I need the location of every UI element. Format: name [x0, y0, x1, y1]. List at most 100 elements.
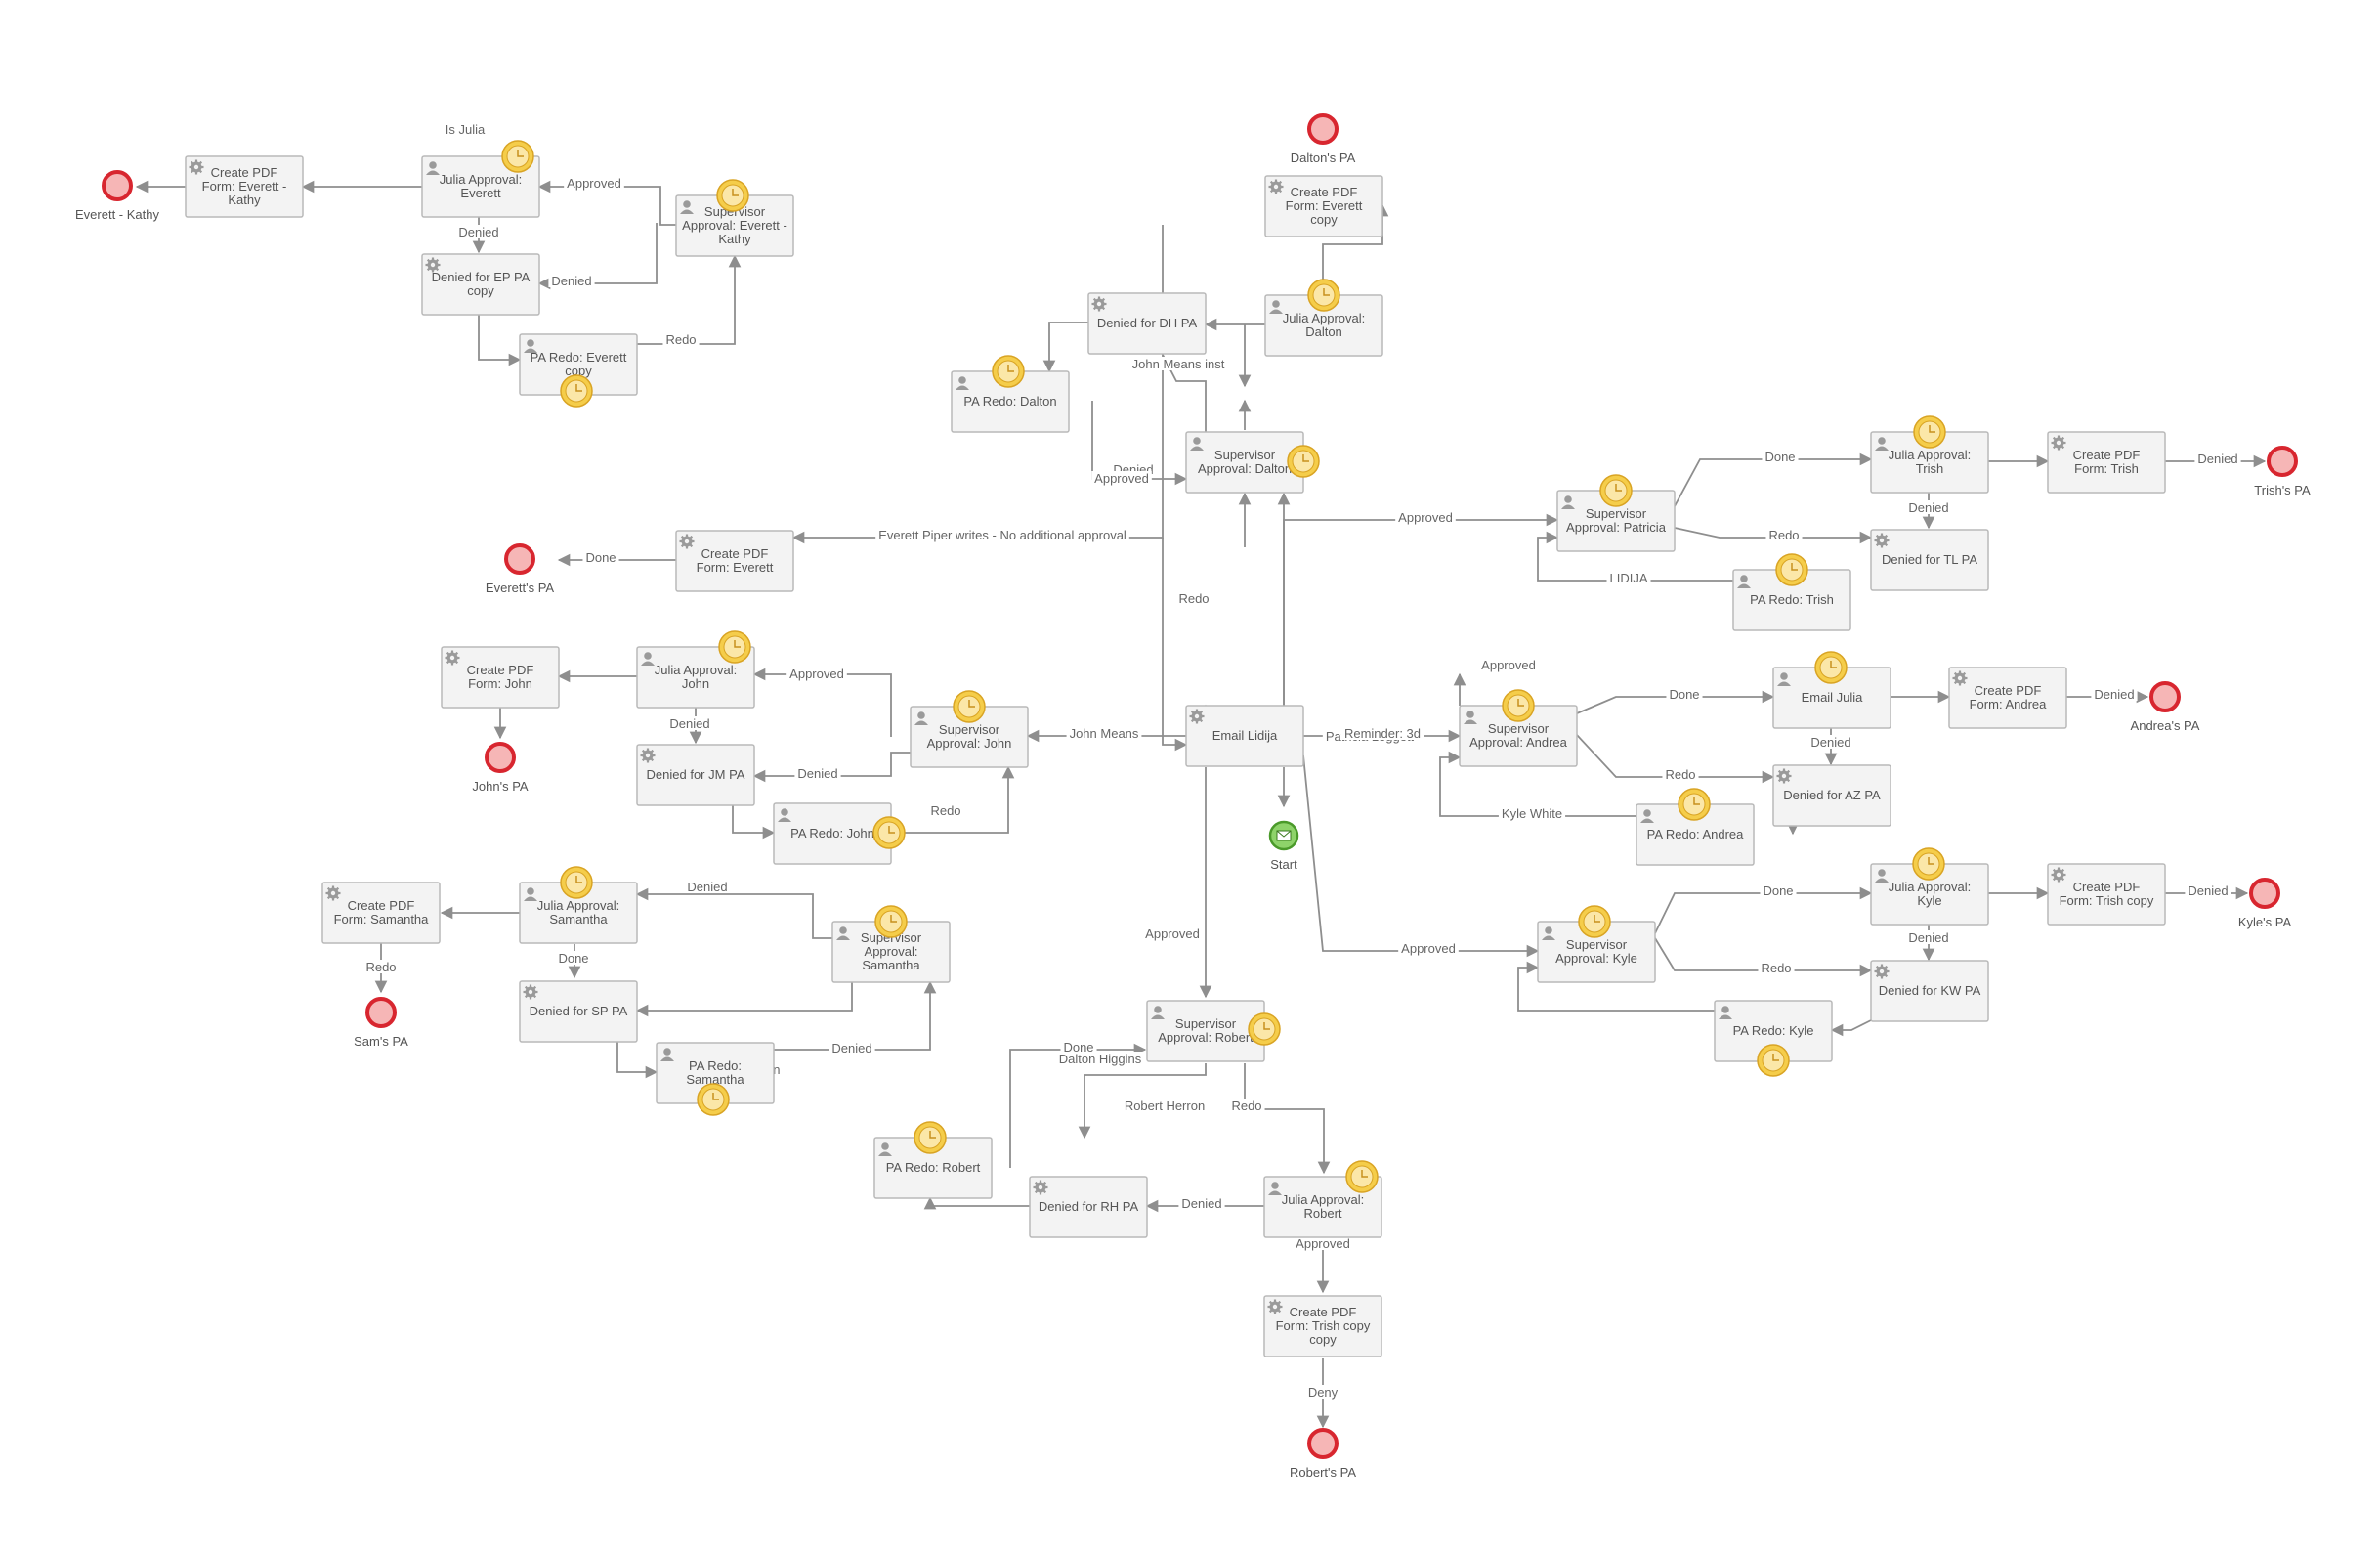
end-event[interactable]: Sam's PA: [354, 997, 408, 1049]
task-denied-kw[interactable]: Denied for KW PA: [1870, 960, 1989, 1022]
timer-icon[interactable]: [718, 630, 751, 664]
sequence-flow[interactable]: [537, 180, 676, 226]
timer-icon[interactable]: [1345, 1160, 1379, 1193]
task-julia-trish[interactable]: Julia Approval:Trish: [1870, 415, 1989, 494]
timer-icon[interactable]: [560, 866, 593, 899]
sequence-flow[interactable]: [752, 668, 892, 737]
sequence-flow[interactable]: [774, 980, 937, 1051]
task-denied-jm[interactable]: Denied for JM PA: [636, 744, 755, 806]
timer-icon[interactable]: [914, 1121, 947, 1154]
task-redo-robert[interactable]: PA Redo: Robert: [873, 1121, 993, 1199]
end-event[interactable]: Dalton's PA: [1291, 113, 1356, 165]
timer-icon[interactable]: [953, 690, 986, 723]
timer-icon[interactable]: [716, 179, 749, 212]
sequence-flow[interactable]: [1517, 961, 1715, 1012]
sequence-flow[interactable]: [1576, 690, 1775, 714]
task-julia-samantha[interactable]: Julia Approval:Samantha: [519, 866, 638, 944]
end-event[interactable]: John's PA: [472, 742, 529, 794]
task-email-julia[interactable]: Email Julia: [1772, 651, 1891, 729]
task-denied-sp[interactable]: Denied for SP PA: [519, 980, 638, 1043]
task-redo-dalton[interactable]: PA Redo: Dalton: [951, 355, 1070, 433]
end-event[interactable]: Everett - Kathy: [75, 170, 159, 222]
task-julia-john[interactable]: Julia Approval:John: [636, 630, 755, 709]
sequence-flow[interactable]: [1654, 937, 1873, 977]
sequence-flow[interactable]: [891, 765, 1015, 834]
end-event[interactable]: Everett's PA: [486, 543, 554, 595]
timer-icon[interactable]: [560, 374, 593, 408]
task-denied-az[interactable]: Denied for AZ PA: [1772, 764, 1891, 827]
end-event[interactable]: Robert's PA: [1290, 1428, 1356, 1480]
sequence-flow[interactable]: [732, 805, 776, 840]
sequence-flow[interactable]: [1162, 538, 1188, 752]
sequence-flow[interactable]: [1302, 754, 1540, 958]
sequence-flow[interactable]: [637, 254, 742, 345]
sequence-flow[interactable]: [1078, 1063, 1207, 1140]
task-denied-rh[interactable]: Denied for RH PA: [1029, 1176, 1148, 1238]
task-julia-kyle[interactable]: Julia Approval:Kyle: [1870, 847, 1989, 926]
sequence-flow[interactable]: [1244, 1063, 1331, 1175]
sequence-flow[interactable]: [1674, 452, 1873, 507]
timer-icon[interactable]: [872, 816, 906, 849]
sequence-flow[interactable]: [1674, 527, 1873, 544]
task-email-lidija[interactable]: Email Lidija: [1185, 705, 1304, 767]
timer-icon[interactable]: [992, 355, 1025, 388]
sequence-flow[interactable]: [923, 1196, 1030, 1210]
timer-icon[interactable]: [501, 140, 534, 173]
timer-icon[interactable]: [1913, 415, 1946, 449]
timer-icon[interactable]: [1502, 689, 1535, 722]
sequence-flow[interactable]: [635, 887, 832, 939]
sequence-flow[interactable]: [1283, 513, 1559, 706]
timer-icon[interactable]: [1775, 553, 1808, 586]
timer-icon[interactable]: [874, 905, 908, 938]
task-julia-robert[interactable]: Julia Approval:Robert: [1263, 1160, 1382, 1238]
sequence-flow[interactable]: [478, 315, 522, 366]
timer-icon[interactable]: [1307, 279, 1340, 312]
task-julia-everett[interactable]: Julia Approval:Everett: [421, 140, 540, 218]
task-redo-trish[interactable]: PA Redo: Trish: [1732, 553, 1851, 631]
timer-icon[interactable]: [1248, 1012, 1281, 1046]
end-event[interactable]: Trish's PA: [2254, 446, 2311, 497]
task-denied-tl[interactable]: Denied for TL PA: [1870, 529, 1989, 591]
timer-icon[interactable]: [697, 1083, 730, 1116]
task-redo-andrea[interactable]: PA Redo: Andrea: [1636, 788, 1755, 866]
sequence-flow[interactable]: [616, 1042, 659, 1079]
task-redo-john[interactable]: PA Redo: John: [773, 802, 906, 865]
end-event[interactable]: Andrea's PA: [2131, 681, 2200, 733]
end-event[interactable]: Kyle's PA: [2238, 878, 2292, 929]
timer-icon[interactable]: [1814, 651, 1848, 684]
task-julia-dalton[interactable]: Julia Approval:Dalton: [1264, 279, 1383, 357]
sequence-flow[interactable]: [1009, 1043, 1147, 1168]
task-redo-samantha[interactable]: PA Redo:Samantha: [656, 1042, 775, 1116]
sequence-flow[interactable]: [1576, 734, 1775, 784]
sequence-flow[interactable]: [1042, 322, 1088, 373]
task-redo-kyle[interactable]: PA Redo: Kyle: [1714, 1000, 1833, 1077]
sequence-flow[interactable]: [1654, 886, 1873, 934]
start-event[interactable]: Start: [1268, 820, 1299, 872]
timer-icon[interactable]: [1287, 445, 1320, 478]
timer-icon[interactable]: [1578, 905, 1611, 938]
timer-icon[interactable]: [1678, 788, 1711, 821]
timer-icon[interactable]: [1599, 474, 1633, 507]
sequence-flow[interactable]: [1830, 1019, 1872, 1037]
task-denied-dh[interactable]: Denied for DH PA: [1087, 292, 1207, 355]
sequence-flow[interactable]: [635, 963, 853, 1017]
timer-icon[interactable]: [1912, 847, 1945, 881]
